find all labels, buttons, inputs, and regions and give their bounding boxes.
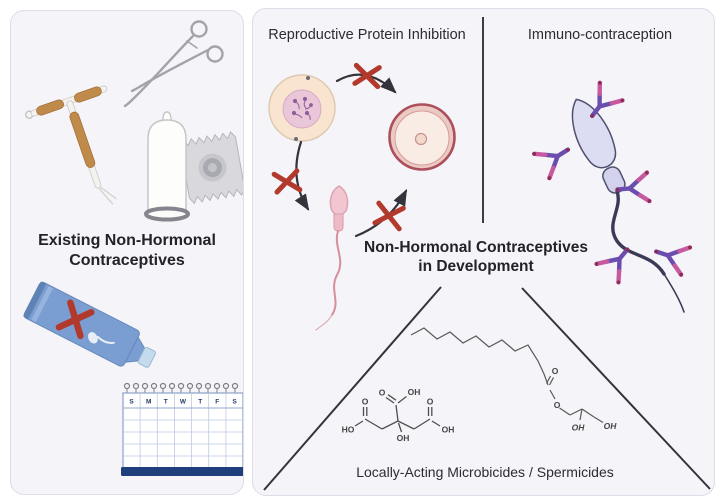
sperm-silhouette xyxy=(88,332,115,345)
arrow-cell-to-sperm xyxy=(294,140,310,211)
atom-label: OH xyxy=(604,421,618,431)
calendar-day: T xyxy=(164,399,168,406)
calendar-day-headers: S M T W T F S xyxy=(129,399,237,406)
left-panel-title-line2: Contraceptives xyxy=(69,251,185,269)
calendar-icon: S M T W T F S xyxy=(121,382,243,476)
calendar-day: W xyxy=(180,399,187,406)
atom-label: OH xyxy=(408,387,421,397)
atom-label: O xyxy=(362,397,369,407)
antibody-sperm-icon xyxy=(532,80,693,313)
calendar-day: S xyxy=(232,399,237,406)
calendar-day: M xyxy=(146,399,151,406)
left-panel-title-line1: Existing Non-Hormonal xyxy=(38,232,216,249)
atom-label: O xyxy=(552,366,559,376)
atom-label: OH xyxy=(442,425,455,435)
germ-cell-icon xyxy=(268,74,336,142)
red-x-icon xyxy=(55,299,95,340)
contraceptives-in-development-panel: O OH O HO O OH OH O O xyxy=(252,8,715,496)
glyceride-structure-icon xyxy=(410,327,604,424)
funnel-lines xyxy=(263,286,711,491)
sperm-icon xyxy=(315,185,349,331)
red-x-icon xyxy=(352,62,382,90)
section-title-reproductive-protein-inhibition: Reproductive Protein Inhibition xyxy=(268,27,466,43)
section-title-microbicides-spermicides: Locally-Acting Microbicides / Spermicide… xyxy=(356,464,614,480)
left-panel-title: Existing Non-Hormonal Contraceptives xyxy=(11,231,243,270)
antibody-icon xyxy=(649,236,692,277)
calendar-day: S xyxy=(129,399,134,406)
atom-label: OH xyxy=(397,433,410,443)
atom-label: HO xyxy=(342,425,355,435)
red-x-marks xyxy=(271,62,406,232)
development-title-line1: Non-Hormonal Contraceptives xyxy=(364,239,588,256)
section-title-immuno-contraception: Immuno-contraception xyxy=(527,27,673,43)
citric-acid-structure-icon xyxy=(354,394,441,433)
calendar-day: F xyxy=(215,399,219,406)
calendar-day: T xyxy=(198,399,202,406)
development-title-line2: in Development xyxy=(418,257,534,275)
atom-label: O xyxy=(554,400,561,410)
surgical-forceps-icon xyxy=(123,20,224,108)
atom-label: O xyxy=(427,397,434,407)
development-panel-illustrations: O OH O HO O OH OH O O xyxy=(263,17,711,491)
antibody-icon xyxy=(532,135,578,181)
red-x-icon xyxy=(372,200,406,232)
atom-label: O xyxy=(379,388,386,398)
existing-contraceptives-illustrations: S M T W T F S xyxy=(23,20,243,476)
oocyte-icon xyxy=(388,103,456,171)
citric-acid-labels: O OH O HO O OH OH xyxy=(342,387,455,443)
condom-icon xyxy=(144,111,190,222)
development-panel-title: Non-Hormonal Contraceptives in Developme… xyxy=(311,239,641,277)
atom-label: OH xyxy=(572,423,586,433)
red-x-icon xyxy=(271,168,303,195)
iud-icon xyxy=(24,85,117,205)
existing-contraceptives-panel: S M T W T F S Existing Non-Hormonal Cont… xyxy=(10,10,244,495)
glyceride-labels: O O OH OH xyxy=(552,366,618,433)
condom-wrapper-icon xyxy=(179,131,243,205)
spermicide-tube-icon xyxy=(23,281,156,368)
